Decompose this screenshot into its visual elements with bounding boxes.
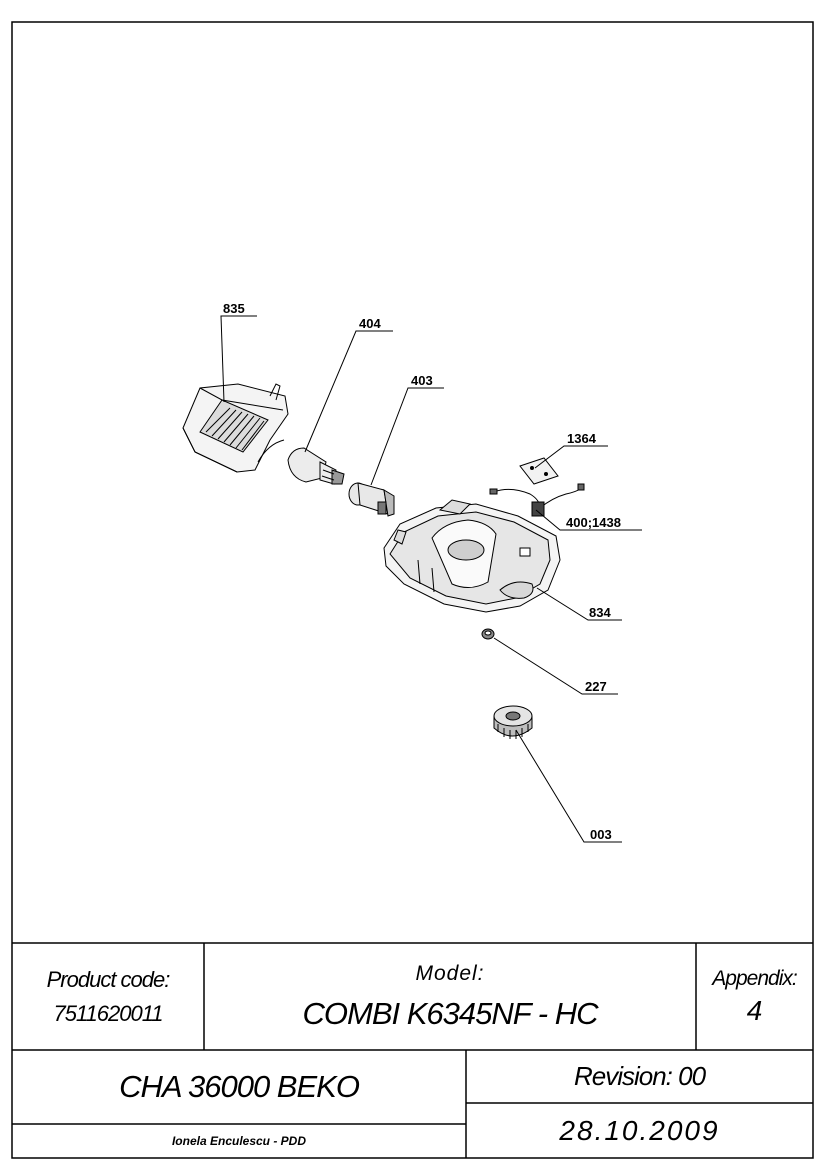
chassis-cell: CHA 36000 BEKO [12,1050,466,1124]
leader-lines [220,315,642,843]
date-cell: 28.10.2009 [466,1103,813,1158]
author-cell: Ionela Enculescu - PDD [12,1124,466,1158]
revision-cell: Revision: 00 [466,1050,813,1103]
part-403-lamp-holder [348,482,395,517]
callout-227: 227 [585,679,607,694]
callout-404: 404 [359,316,381,331]
author-value: Ionela Enculescu - PDD [171,1134,307,1148]
part-003-knob [493,705,533,739]
revision-value: Revision: 00 [573,1061,706,1091]
model-cell: Model: COMBI K6345NF - HC [204,943,696,1050]
product-code-label: Product code: [46,966,171,992]
callout-400-1438: 400;1438 [566,515,621,530]
model-label: Model: [415,961,485,985]
callout-403: 403 [411,373,433,388]
product-code-cell: Product code: 7511620011 [12,943,204,1050]
chassis-value: CHA 36000 BEKO [119,1069,360,1104]
callout-1364: 1364 [567,431,597,446]
callout-834: 834 [589,605,611,620]
appendix-cell: Appendix: 4 [696,943,813,1050]
callout-003: 003 [590,827,612,842]
title-block-grid [12,942,813,1158]
appendix-value: 4 [746,994,763,1026]
part-400-1438-wiring [489,483,585,517]
part-834-lamp-housing [383,499,561,613]
sheet-frame [11,21,814,1159]
callout-835: 835 [223,301,245,316]
model-value: COMBI K6345NF - HC [302,995,599,1031]
date-value: 28.10.2009 [559,1114,720,1146]
part-227-nut [481,628,495,640]
appendix-label: Appendix: [712,966,797,990]
part-1364-plate [519,457,559,485]
part-835-cover [182,383,289,473]
product-code-value: 7511620011 [53,1000,163,1026]
part-404-bulb [287,447,345,485]
